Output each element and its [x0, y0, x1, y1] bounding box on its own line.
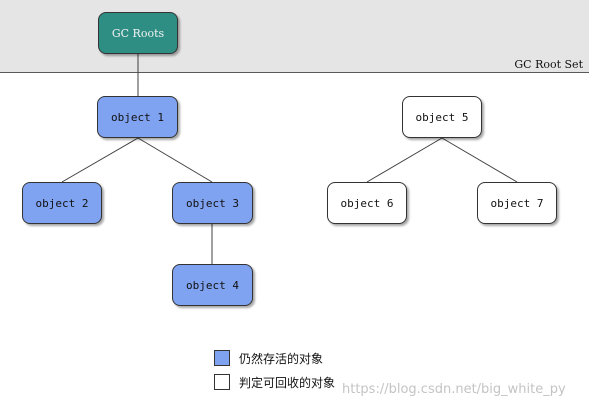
gc-root-set-divider — [0, 72, 589, 73]
edge-object5-object6 — [366, 137, 443, 183]
legend-label-collectable: 判定可回收的对象 — [239, 375, 336, 390]
object-5-node: object 5 — [402, 96, 482, 138]
edge-object5-object7 — [441, 137, 518, 183]
object-6-node: object 6 — [327, 182, 407, 224]
edge-object1-object3 — [137, 137, 213, 183]
edge-object1-object2 — [61, 137, 139, 183]
gc-roots-node: GC Roots — [98, 12, 178, 54]
legend-label-live: 仍然存活的对象 — [239, 351, 324, 366]
watermark: https://blog.csdn.net/big_white_py — [342, 382, 566, 397]
object-3-node: object 3 — [172, 182, 253, 224]
object-2-node: object 2 — [22, 182, 102, 224]
object-1-node: object 1 — [97, 96, 178, 138]
legend-item-collectable: 判定可回收的对象 — [214, 370, 335, 394]
object-7-node: object 7 — [477, 182, 557, 224]
legend-swatch-live — [214, 350, 230, 366]
legend-swatch-collectable — [214, 374, 230, 390]
legend-item-live: 仍然存活的对象 — [214, 346, 335, 370]
legend: 仍然存活的对象 判定可回收的对象 — [214, 346, 335, 394]
gc-root-set-label: GC Root Set — [514, 58, 583, 71]
object-4-node: object 4 — [172, 264, 253, 306]
